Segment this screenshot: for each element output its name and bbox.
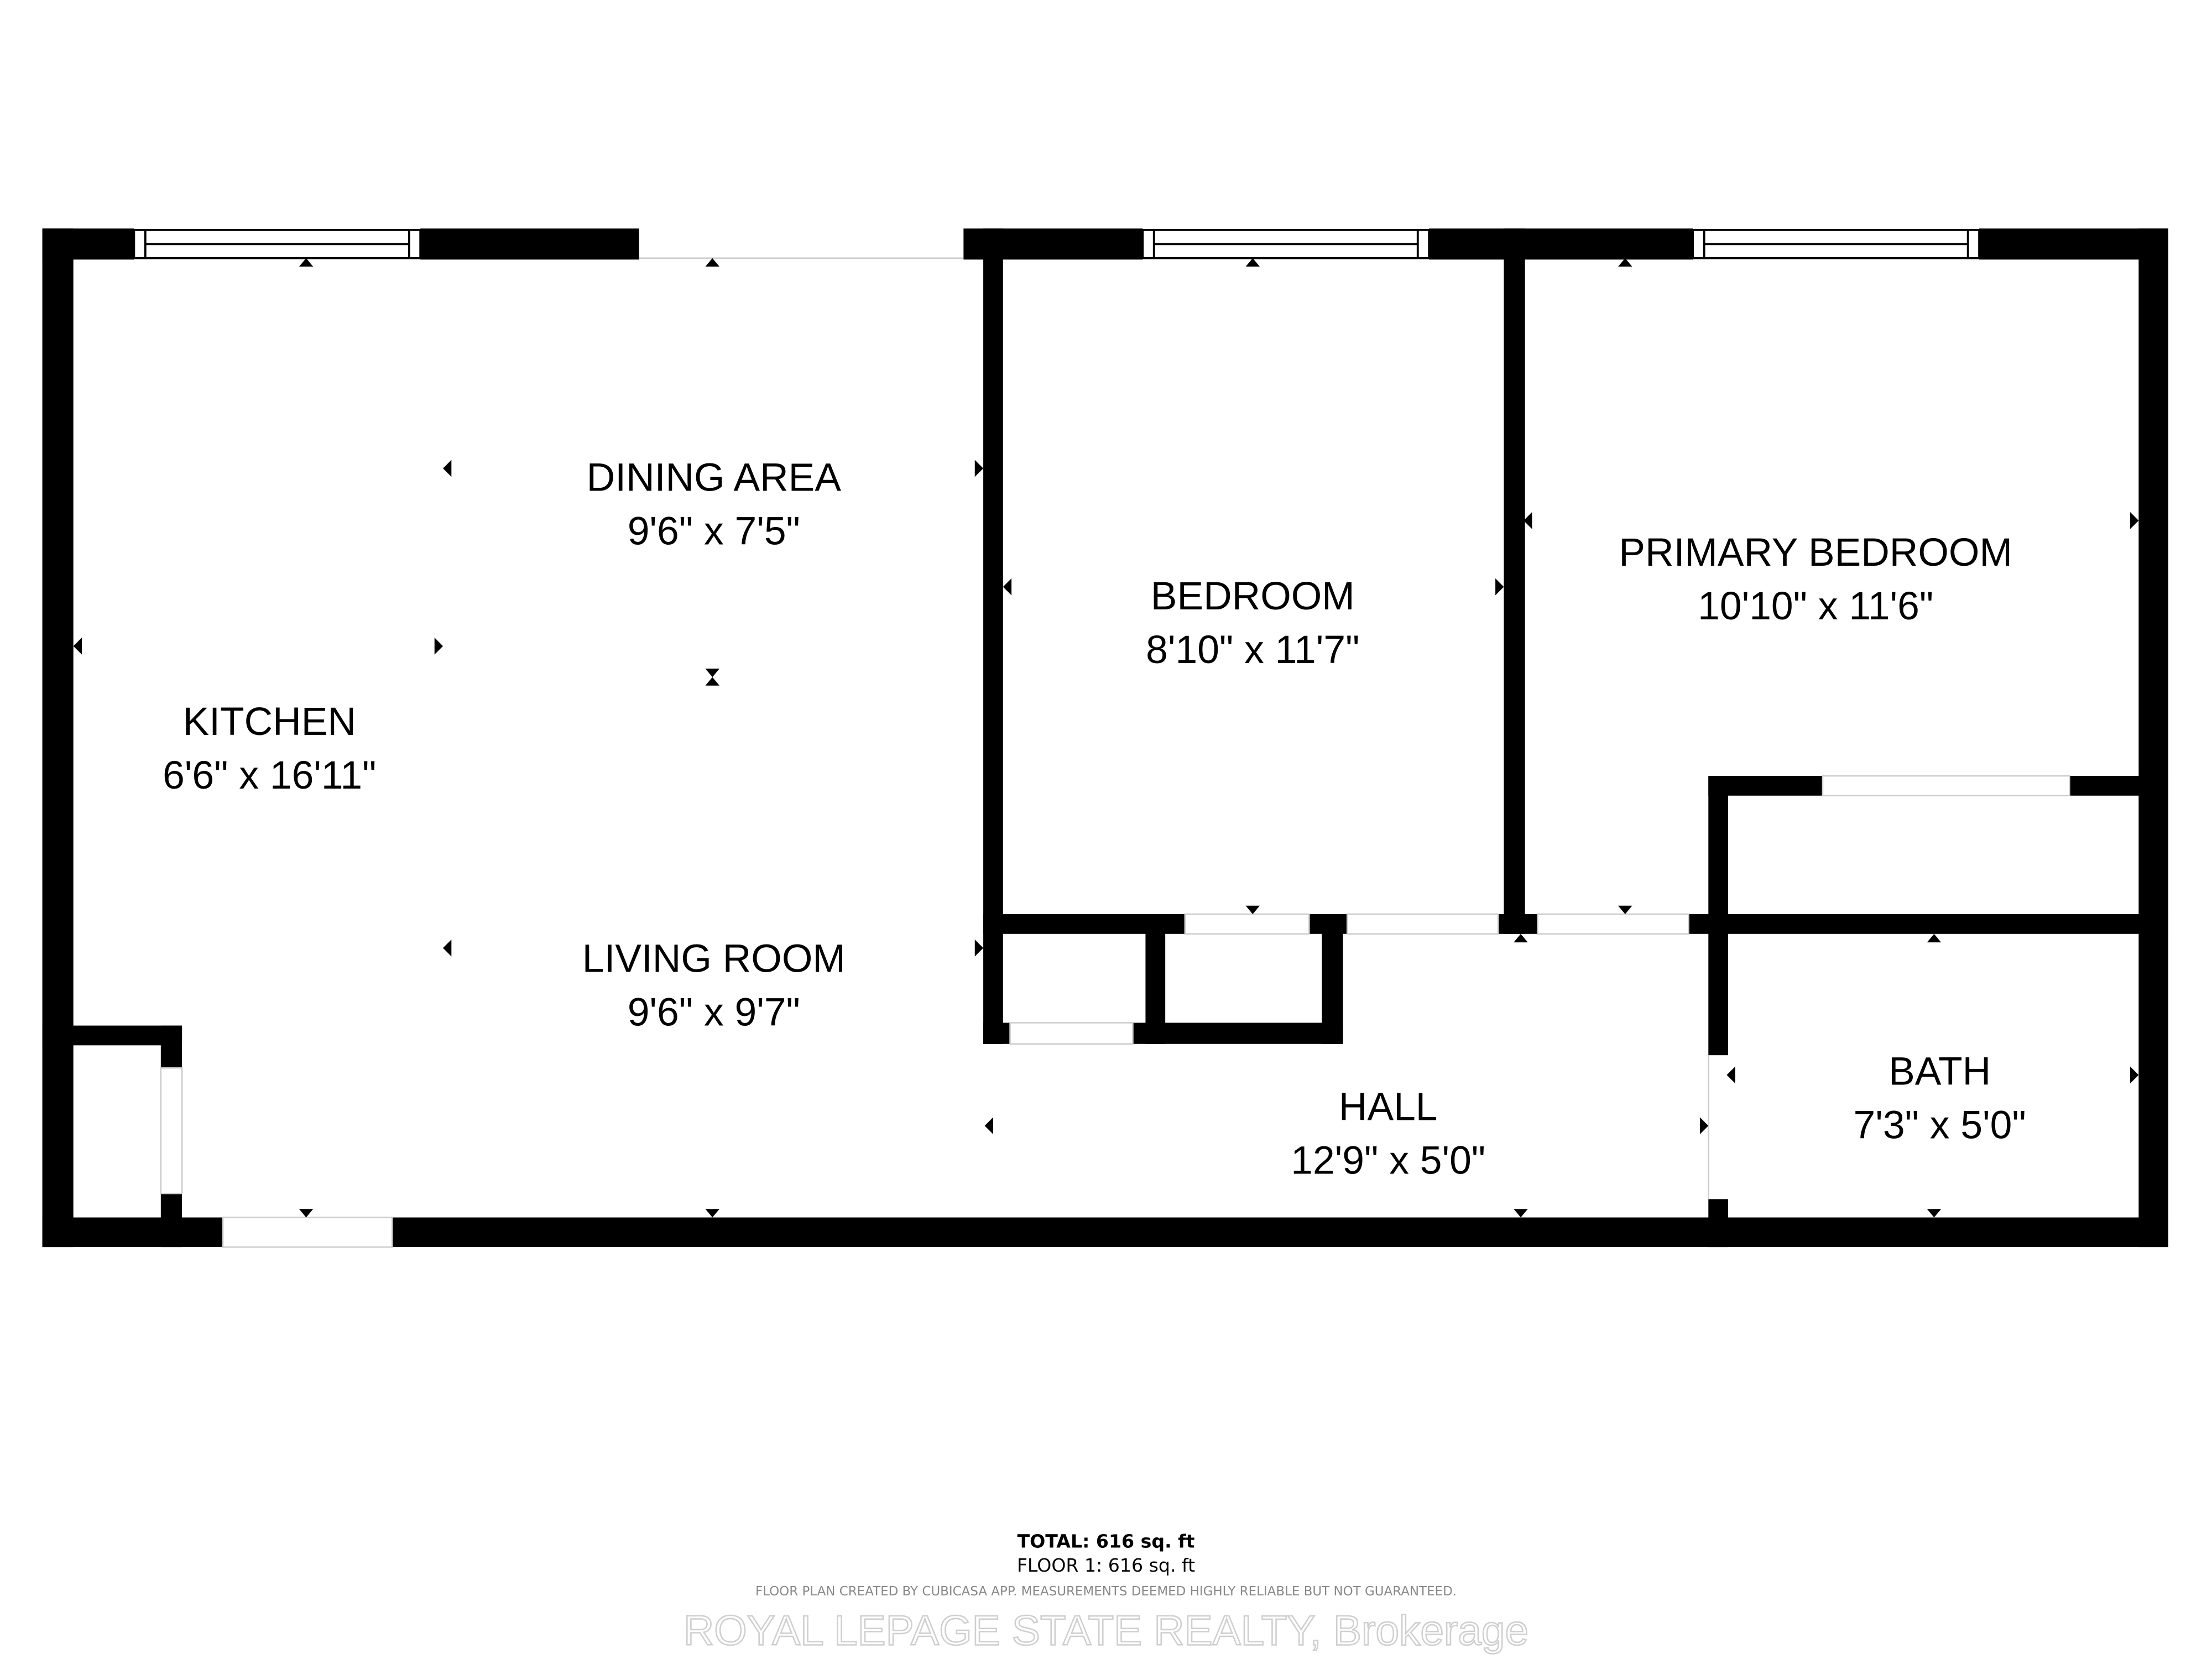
room-labels: DINING AREA 9'6" x 7'5" BEDROOM 8'10" x … [163, 456, 2026, 1183]
watermark: ROYAL LEPAGE STATE REALTY, Brokerage [684, 1607, 1528, 1654]
room-name-dining: DINING AREA [587, 456, 842, 500]
room-size-hall: 12'9" x 5'0" [1291, 1138, 1485, 1182]
windows [133, 228, 1980, 259]
floor1-area: FLOOR 1: 616 sq. ft [1017, 1554, 1195, 1576]
room-size-kitchen: 6'6" x 16'11" [163, 753, 376, 797]
disclaimer: FLOOR PLAN CREATED BY CUBICASA APP. MEAS… [755, 1584, 1457, 1599]
room-name-primary-bedroom: PRIMARY BEDROOM [1619, 530, 2012, 575]
room-name-bedroom: BEDROOM [1151, 574, 1355, 618]
walls [42, 228, 2168, 1248]
room-size-living: 9'6" x 9'7" [628, 990, 800, 1035]
room-name-hall: HALL [1339, 1085, 1438, 1129]
room-size-primary-bedroom: 10'10" x 11'6" [1698, 584, 1933, 628]
room-name-kitchen: KITCHEN [183, 700, 356, 744]
total-area: TOTAL: 616 sq. ft [1017, 1530, 1194, 1552]
room-name-bath: BATH [1888, 1050, 1991, 1094]
room-size-dining: 9'6" x 7'5" [628, 509, 800, 554]
dimension-arrows [73, 258, 2139, 1218]
room-name-living: LIVING ROOM [582, 937, 846, 981]
openings [160, 257, 2070, 1248]
room-size-bath: 7'3" x 5'0" [1854, 1103, 2026, 1147]
room-size-bedroom: 8'10" x 11'7" [1146, 628, 1359, 672]
